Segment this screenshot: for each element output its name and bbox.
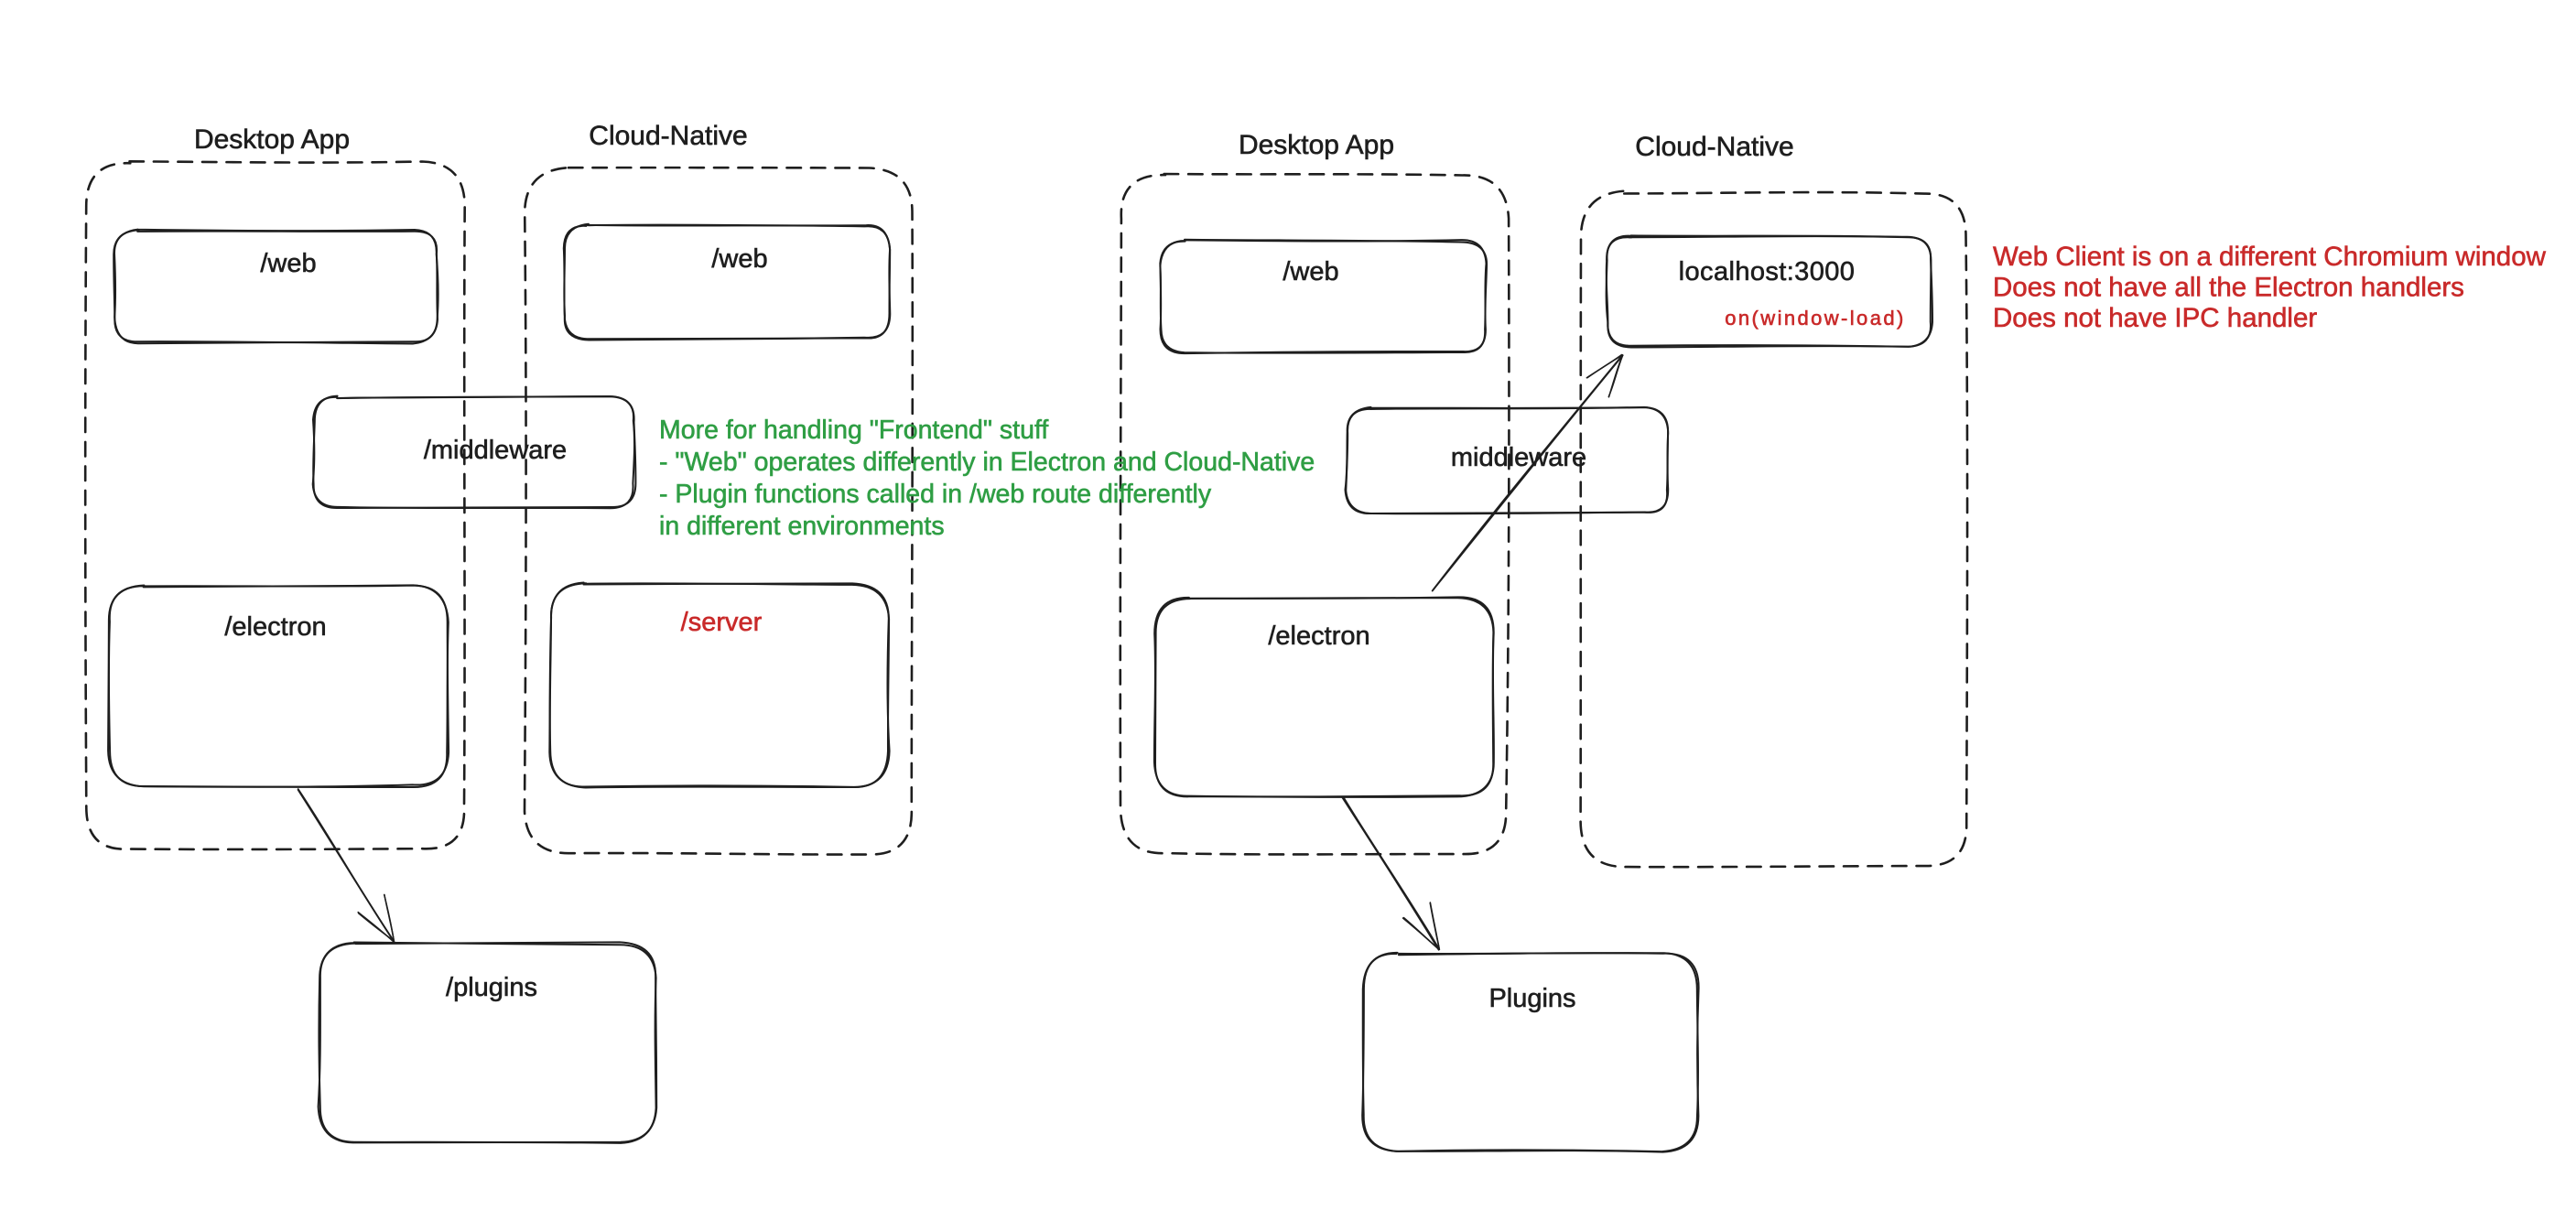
svg-text:Does not have IPC handler: Does not have IPC handler — [1993, 303, 2317, 333]
svg-text:middleware: middleware — [1451, 443, 1586, 472]
svg-text:Desktop App: Desktop App — [194, 124, 350, 155]
svg-text:/electron: /electron — [224, 612, 326, 642]
svg-text:Cloud-Native: Cloud-Native — [1635, 132, 1793, 162]
svg-text:/electron: /electron — [1268, 621, 1369, 651]
svg-text:/middleware: /middleware — [424, 436, 567, 465]
svg-text:on(window-load): on(window-load) — [1725, 307, 1905, 330]
svg-text:- Plugin functions called in /: - Plugin functions called in /web route … — [659, 480, 1212, 509]
svg-text:/web: /web — [711, 244, 767, 274]
svg-text:/web: /web — [1283, 257, 1338, 286]
svg-text:More for handling "Frontend" s: More for handling "Frontend" stuff — [659, 416, 1048, 445]
svg-text:- "Web" operates differently i: - "Web" operates differently in Electron… — [659, 448, 1315, 477]
svg-text:localhost:3000: localhost:3000 — [1679, 257, 1856, 286]
svg-text:Does not have all the Electron: Does not have all the Electron handlers — [1993, 273, 2464, 303]
svg-text:Cloud-Native: Cloud-Native — [589, 121, 747, 151]
svg-text:Plugins: Plugins — [1488, 984, 1575, 1013]
svg-text:/server: /server — [681, 608, 763, 637]
svg-text:Desktop App: Desktop App — [1239, 130, 1394, 160]
svg-text:/web: /web — [260, 249, 316, 278]
svg-text:in different environments: in different environments — [659, 512, 945, 541]
svg-text:/plugins: /plugins — [446, 973, 537, 1002]
svg-text:Web Client is on a different C: Web Client is on a different Chromium wi… — [1993, 242, 2547, 272]
